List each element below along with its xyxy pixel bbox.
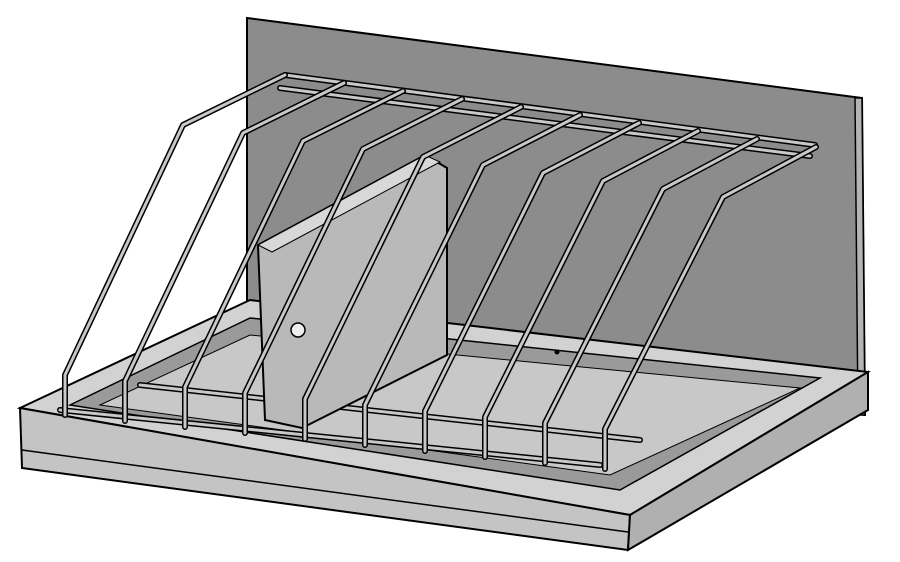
wire-divider bbox=[543, 137, 759, 465]
top-rail-front bbox=[283, 73, 817, 147]
tray bbox=[16, 298, 872, 552]
wire-dividers bbox=[62, 72, 819, 472]
wire-divider bbox=[423, 121, 641, 453]
bottom-rail-mid bbox=[138, 383, 642, 442]
bottom-rail-front bbox=[58, 408, 602, 467]
wire-divider bbox=[303, 105, 523, 441]
wire-divider bbox=[183, 89, 405, 429]
wire-divider bbox=[123, 81, 346, 423]
wire-rails bbox=[57, 72, 818, 468]
wire-divider bbox=[363, 113, 582, 447]
top-rail-back bbox=[278, 86, 812, 158]
wire-divider bbox=[603, 145, 818, 471]
tablet bbox=[256, 153, 448, 430]
wire-divider bbox=[483, 129, 700, 459]
wire-divider bbox=[243, 97, 464, 435]
wire-divider bbox=[63, 73, 287, 417]
